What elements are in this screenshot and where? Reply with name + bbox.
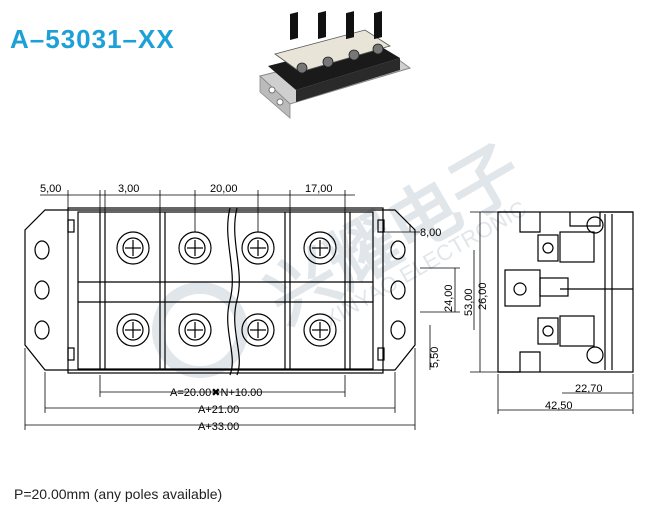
top-dimension-lines	[40, 190, 355, 232]
dim-17: 17,00	[305, 183, 333, 195]
dim-a-formula: A=20.00✖N+10.00	[170, 387, 262, 399]
screw-terminals	[116, 231, 337, 347]
product-photo	[258, 11, 412, 119]
side-dimension-lines	[383, 224, 475, 370]
pitch-note: P=20.00mm (any poles available)	[14, 486, 223, 502]
dim-5: 5,00	[40, 183, 61, 195]
front-view	[24, 207, 416, 376]
screw-icon	[178, 231, 212, 265]
dim-26: 26,00	[477, 282, 489, 310]
screw-icon	[116, 313, 150, 347]
side-view	[497, 211, 634, 373]
screw-icon	[303, 313, 337, 347]
screw-icon	[303, 231, 337, 265]
screw-icon	[241, 231, 275, 265]
watermark-logo: 兴耀电子 XINYAO ELECTRONIC	[152, 131, 535, 378]
screw-icon	[241, 313, 275, 347]
dim-550: 5,50	[429, 347, 441, 368]
dim-24: 24,00	[443, 284, 455, 312]
dim-3: 3,00	[118, 183, 139, 195]
screw-icon	[178, 313, 212, 347]
dim-20: 20,00	[210, 183, 238, 195]
dim-2270: 22,70	[575, 383, 603, 395]
dim-8: 8,00	[420, 227, 441, 239]
part-number-title: A–53031–XX	[10, 24, 175, 54]
dim-a-33: A+33.00	[198, 421, 239, 433]
side-view-dimension-lines	[470, 211, 634, 414]
screw-icon	[116, 231, 150, 265]
bottom-dimension-lines	[24, 348, 416, 430]
dim-a-21: A+21.00	[198, 404, 239, 416]
dim-53: 53,00	[463, 288, 475, 316]
dim-4250: 42,50	[545, 400, 573, 412]
